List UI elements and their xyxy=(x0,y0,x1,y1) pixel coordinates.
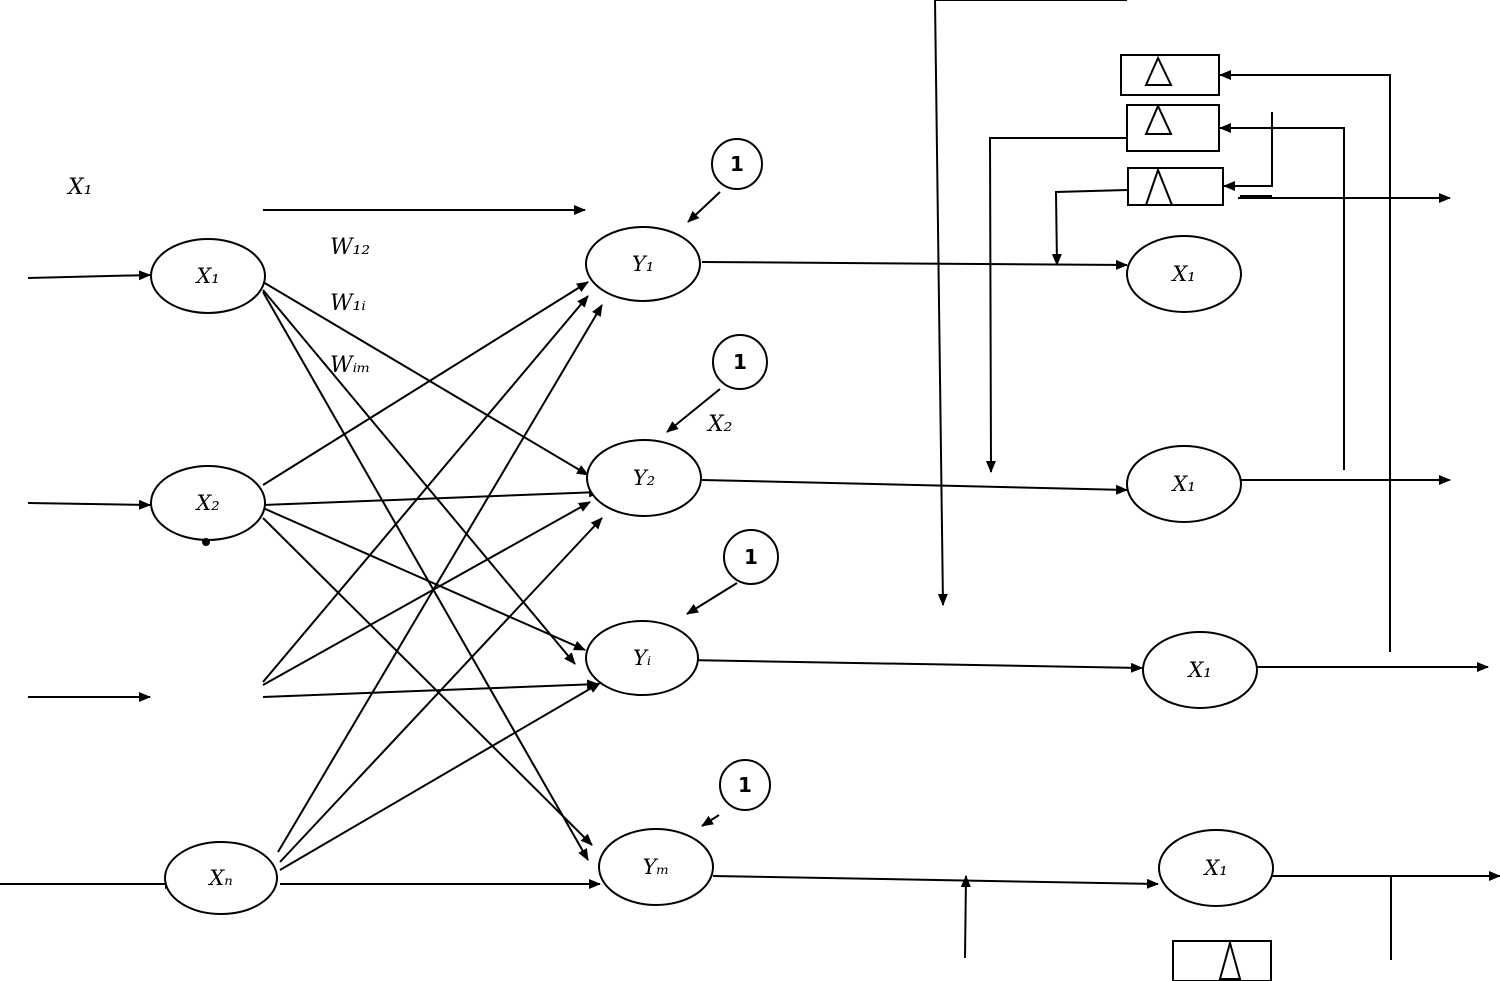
input-arrow-2 xyxy=(27,499,151,510)
bias-label-2: 1 xyxy=(733,350,747,374)
bias-arrow-2 xyxy=(666,388,721,433)
output-node-3 xyxy=(1142,631,1258,709)
bias-label-3: 1 xyxy=(744,545,758,569)
input-node-x1-label: X₁ xyxy=(194,264,219,288)
delta-icon xyxy=(1144,103,1173,135)
edge-y2-out2 xyxy=(701,479,1128,495)
delay-box-3 xyxy=(1127,167,1224,206)
output-node-4-label: X₁ xyxy=(1202,856,1227,880)
edge-xn-y2 xyxy=(279,517,603,863)
output-node-1 xyxy=(1126,235,1242,313)
input-top-label: X₁ xyxy=(66,175,92,200)
delay-box-1 xyxy=(1120,54,1220,96)
edge-x2-y1 xyxy=(262,281,589,486)
dot-marker xyxy=(202,538,210,546)
delta-icon xyxy=(1144,167,1174,206)
edge-x1-yi xyxy=(262,289,576,665)
input-node-xn-label: Xₙ xyxy=(207,866,232,890)
x2-annotation-label: X₂ xyxy=(706,412,732,437)
delta-icon xyxy=(1218,939,1242,980)
delay-2-down xyxy=(985,137,1127,473)
hidden-node-y2 xyxy=(586,439,702,517)
output-node-4 xyxy=(1158,829,1274,907)
delay-units xyxy=(1120,54,1272,981)
bias-arrow-3 xyxy=(686,582,738,615)
hidden-node-yi-label: Yᵢ xyxy=(633,646,651,670)
input-node-xn xyxy=(164,841,278,915)
edge-x1-ym xyxy=(262,291,589,861)
input-node-x2-label: X₂ xyxy=(194,491,219,515)
delay-box-4 xyxy=(1172,940,1272,981)
edge-xn-yi xyxy=(279,682,601,871)
weight-w12-label: W₁₂ xyxy=(330,235,370,260)
output-node-3-label: X₁ xyxy=(1186,658,1211,682)
hidden-layer xyxy=(585,226,714,906)
feedback-to-delay-2 xyxy=(1219,123,1345,470)
output-layer xyxy=(1126,235,1274,907)
bias-node-4 xyxy=(719,759,771,811)
delta-icon xyxy=(1144,55,1173,86)
output-node-2 xyxy=(1126,445,1242,523)
output-node-1-label: X₁ xyxy=(1170,262,1195,286)
hidden-node-ym-label: Yₘ xyxy=(643,855,670,879)
edge-x1-y2 xyxy=(262,281,589,476)
weight-wim-label: Wᵢₘ xyxy=(330,353,371,378)
bias-label-4: 1 xyxy=(738,773,752,797)
input-layer xyxy=(150,238,278,915)
feedback-to-delay-1 xyxy=(1219,70,1391,652)
hidden-node-ym xyxy=(598,828,714,906)
delay-box-2 xyxy=(1126,104,1220,152)
hidden-node-yi xyxy=(585,620,699,696)
edge-y1-out1 xyxy=(701,259,1128,270)
long-down-arrow xyxy=(934,0,948,606)
bias-label-1: 1 xyxy=(730,152,744,176)
edge-xn-y1 xyxy=(277,304,603,853)
connections xyxy=(0,0,1500,960)
feedback-to-delay-3 xyxy=(1223,112,1273,191)
bias-nodes xyxy=(711,138,779,811)
hidden-node-y1-label: Y₁ xyxy=(632,252,654,276)
edge-ym-out4 xyxy=(712,875,1159,889)
edge-x3-y2 xyxy=(262,501,591,686)
delay-3-down xyxy=(1051,189,1128,266)
edge-yi-out3 xyxy=(685,659,1143,673)
bias-node-2 xyxy=(712,334,768,390)
weight-w1i-label: W₁ᵢ xyxy=(330,291,366,316)
edge-x3-yi xyxy=(262,679,599,698)
hidden-node-y2-label: Y₂ xyxy=(633,466,655,490)
bias-arrow-1 xyxy=(687,191,721,223)
hidden-node-y1 xyxy=(585,226,701,302)
edge-x3-y1 xyxy=(262,295,589,683)
input-node-x1 xyxy=(150,238,266,314)
bottom-up-arrow xyxy=(960,875,971,959)
bias-node-3 xyxy=(723,529,779,585)
bias-arrow-4 xyxy=(701,814,720,827)
edge-x2-yi xyxy=(262,507,586,651)
bias-node-1 xyxy=(711,138,763,190)
input-arrow-1 xyxy=(27,270,151,281)
edge-x2-y2 xyxy=(262,487,601,506)
output-node-2-label: X₁ xyxy=(1170,472,1195,496)
edge-x2-ym xyxy=(262,517,593,846)
